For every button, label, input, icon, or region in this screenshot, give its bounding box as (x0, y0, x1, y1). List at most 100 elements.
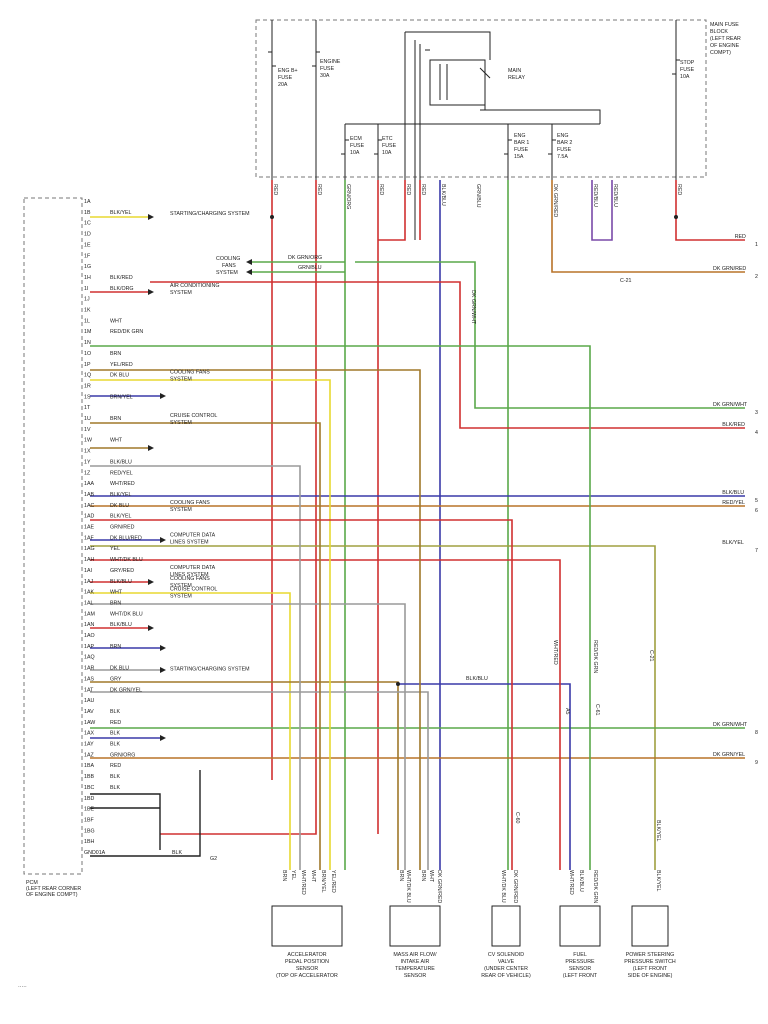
right-output-number-6: 6 (755, 508, 758, 514)
sensor-fuel-pressure-label-0: FUEL (573, 952, 587, 958)
pcm-wire-26: BLK/BLU (110, 622, 132, 628)
vertical-wire-label-2: GRN/ORG (345, 184, 351, 209)
right-output-number-3: 3 (755, 410, 758, 416)
right-output-number-4: 4 (755, 430, 758, 436)
pcm-pin-1s: 1S (84, 394, 91, 400)
sensor-cv-solenoid-wire-1: DK GRN/RED (512, 870, 518, 903)
pcm-wire-0: BLK/YEL (110, 210, 132, 216)
pcm-pin-1y: 1Y (84, 459, 91, 465)
sensor-accelerator-label-1: PEDAL POSITION (285, 959, 329, 965)
arrow-heads (148, 214, 252, 741)
pcm-pin-gnd01a: GND01A (84, 850, 106, 856)
svg-text:10A: 10A (680, 74, 690, 80)
pcm-target-23-b: SYSTEM (170, 594, 192, 600)
vertical-wire-label-0: RED (272, 184, 278, 195)
pcm-pin-1w: 1W (84, 438, 92, 444)
svg-text:BAR 2: BAR 2 (557, 140, 572, 146)
cooling-fans-wire-2: GRN/BLU (298, 265, 322, 271)
pcm-pin-1e: 1E (84, 242, 91, 248)
pcm-target-2-a: AIR CONDITIONING (170, 283, 219, 289)
pcm-pin-1al: 1AL (84, 600, 93, 606)
pcm-wire-25: WHT/DK BLU (110, 611, 143, 617)
sensor-maf-label-0: MASS AIR FLOW/ (393, 952, 437, 958)
svg-text:FUSE: FUSE (382, 143, 397, 149)
vertical-wire-label-8: DK GRN/RED (552, 184, 558, 217)
pcm-wire-14: BLK/YEL (110, 492, 132, 498)
pcm-wire-3: WHT (110, 318, 123, 324)
pcm-target-7-b: SYSTEM (170, 377, 192, 383)
right-output-label-5: BLK/BLU (722, 490, 744, 496)
fuse-block-label-5: COMPT) (710, 50, 731, 56)
ground-wire-label: BLK (172, 850, 182, 856)
pcm-pin-1a: 1A (84, 199, 91, 205)
pcm-wire-35: GRN/ORG (110, 752, 135, 758)
pcm-pin-1ah: 1AH (84, 557, 94, 563)
pcm-pin-1ax: 1AX (84, 731, 94, 737)
splice-dot-3 (674, 215, 678, 219)
pcm-pin-1ai: 1AI (84, 568, 92, 574)
sensor-accelerator-label-2: SENSOR (296, 966, 319, 972)
pcm-wire-5: BRN (110, 351, 121, 357)
pcm-wire-38: BLK (110, 785, 120, 791)
sensor-accelerator-label-0: ACCELERATOR (287, 952, 326, 958)
svg-text:ETC: ETC (382, 136, 393, 142)
pcm-pin-1n: 1N (84, 340, 91, 346)
pcm-pin-1aw: 1AW (84, 720, 95, 726)
svg-text:FUSE: FUSE (320, 66, 335, 72)
right-output-label-4: BLK/RED (722, 422, 745, 428)
cooling-fans-label-1: COOLING (216, 256, 240, 262)
sensor-fuel-pressure-wire-2: RED/DK GRN (592, 870, 598, 903)
pcm-pin-1am: 1AM (84, 611, 95, 617)
sensor-accelerator-wire-2: WHT/RED (300, 870, 306, 895)
right-output-label-9: DK GRN/YEL (713, 752, 745, 758)
sensor-ps-switch-wire-0: BLK/YEL (655, 870, 661, 892)
pcm-pin-1bd: 1BD (84, 796, 94, 802)
main-relay-label-2: RELAY (508, 75, 525, 81)
connector-c61: C-61 (594, 704, 600, 716)
vertical-wire-label-4: RED (405, 184, 411, 195)
splice-dot-2 (270, 215, 274, 219)
sensor-maf-wire-3: WHT (428, 870, 434, 883)
sensor-ps-switch-label-1: PRESSURE SWITCH (624, 959, 676, 965)
sensor-maf-wire-4: DK GRN/RED (436, 870, 442, 903)
svg-text:20A: 20A (278, 82, 288, 88)
sensor-cv-solenoid (491, 905, 521, 947)
pcm-wire-2: BLK/ORG (110, 286, 134, 292)
pcm-branch-wires (90, 216, 201, 857)
pcm-pin-1t: 1T (84, 405, 91, 411)
pcm-wire-11: BLK/BLU (110, 459, 132, 465)
sensor-cv-solenoid-label-1: VALVE (498, 959, 515, 965)
svg-text:FUSE: FUSE (514, 147, 529, 153)
sensor-accelerator-label-3: (TOP OF ACCELERATOR (276, 973, 338, 979)
sensor-accelerator-wire-1: YEL (290, 870, 296, 880)
sensor-accelerator-wire-0: BRN (281, 870, 287, 881)
connector-c21-top: C-21 (620, 278, 632, 284)
svg-text:10A: 10A (350, 150, 360, 156)
sensor-ps-switch-label-2: (LEFT FRONT (633, 966, 668, 972)
sensor-fuel-pressure-wire-0: WHT/RED (568, 870, 574, 895)
splice-dot (396, 682, 400, 686)
pcm-pin-1o: 1O (84, 351, 91, 357)
pcm-wire-18: DK BLU/RED (110, 535, 142, 541)
right-output-label-3: DK GRN/WHT (713, 402, 748, 408)
vertical-wire-label-11: RED (676, 184, 682, 195)
pcm-wire-23: WHT (110, 590, 123, 596)
main-relay-label-1: MAIN (508, 68, 521, 74)
cooling-fans-wire-1: DK GRN/ORG (288, 255, 322, 261)
svg-text:FUSE: FUSE (278, 75, 293, 81)
pcm-pin-1bh: 1BH (84, 839, 94, 845)
pcm-wire-21: GRY/RED (110, 568, 134, 574)
sensor-fuel-pressure-label-1: PRESSURE (565, 959, 595, 965)
svg-text:BAR 1: BAR 1 (514, 140, 529, 146)
sensor-cv-solenoid-wire-0: WHT/DK BLU (500, 870, 506, 903)
pcm-pin-1r: 1R (84, 383, 91, 389)
right-output-number-9: 9 (755, 760, 758, 766)
sensor-maf-label-1: INTAKE AIR (401, 959, 430, 965)
sensor-maf-label-2: TEMPERATURE (395, 966, 435, 972)
sensor-fuel-pressure-label-3: (LEFT FRONT (563, 973, 598, 979)
pcm-pin-1b: 1B (84, 210, 91, 216)
pcm-pin-1x: 1X (84, 449, 91, 455)
pcm-pin-1k: 1K (84, 308, 91, 314)
